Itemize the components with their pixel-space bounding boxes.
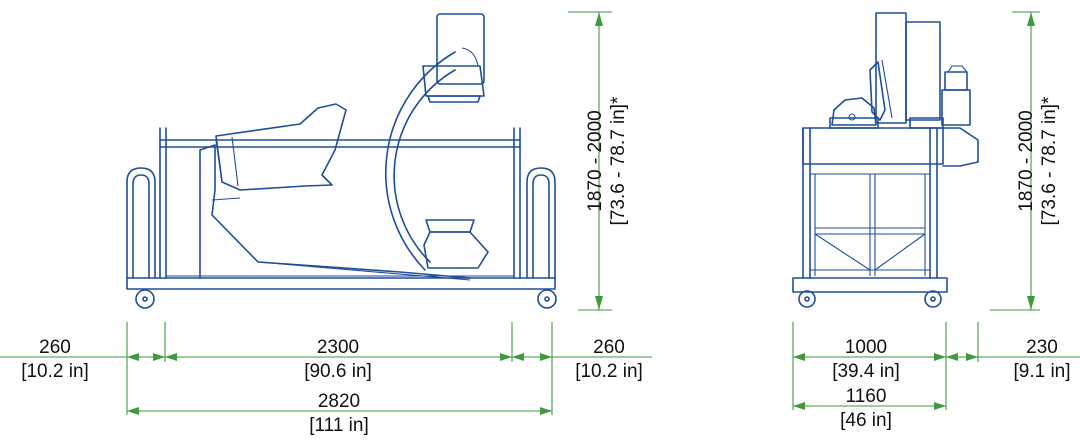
front-view-machine — [792, 12, 979, 308]
front-total-dimension-line — [793, 402, 946, 410]
side-right-clearance-mm: 260 — [593, 337, 625, 358]
side-base-body — [199, 144, 471, 279]
front-cart-frame — [792, 127, 948, 293]
side-view-machine — [126, 13, 557, 309]
front-segment-dimension-line — [792, 322, 1080, 410]
front-height-inches: [73.6 - 78.7 in]* — [1039, 96, 1060, 225]
side-total-length-inches: [111 in] — [309, 415, 369, 436]
front-height-mm: 1870 - 2000 — [1016, 110, 1037, 211]
side-height-dimension-line — [568, 11, 612, 311]
side-arm — [215, 103, 347, 191]
side-base-length-inches: [90.6 in] — [304, 361, 372, 382]
side-cart-frame — [126, 127, 556, 290]
side-left-clearance-mm: 260 — [39, 337, 71, 358]
front-side-clearance-mm: 230 — [1026, 337, 1058, 358]
side-height-mm: 1870 - 2000 — [585, 110, 606, 211]
side-base-length-mm: 2300 — [317, 337, 359, 358]
side-total-length-mm: 2820 — [318, 391, 360, 412]
side-lower-tube — [423, 219, 489, 269]
side-left-clearance-inches: [10.2 in] — [21, 361, 89, 382]
front-cylinder — [941, 65, 971, 126]
front-upper-assembly — [869, 12, 941, 124]
front-detector — [829, 97, 879, 129]
side-total-dimension-line — [127, 407, 552, 415]
side-segment-dimension-line — [0, 322, 652, 415]
side-right-clearance-inches: [10.2 in] — [575, 361, 643, 382]
side-wheels — [135, 289, 557, 309]
front-wheels — [798, 290, 942, 308]
front-total-width-mm: 1160 — [846, 386, 887, 407]
front-side-clearance-inches: [9.1 in] — [1013, 361, 1070, 382]
side-height-inches: [73.6 - 78.7 in]* — [608, 96, 629, 225]
front-base-width-inches: [39.4 in] — [832, 361, 900, 382]
front-total-width-inches: [46 in] — [840, 410, 892, 431]
side-upper-detector — [422, 13, 485, 103]
side-c-arm — [384, 51, 456, 271]
front-base-width-mm: 1000 — [845, 337, 887, 358]
front-height-dimension-line — [990, 11, 1040, 311]
